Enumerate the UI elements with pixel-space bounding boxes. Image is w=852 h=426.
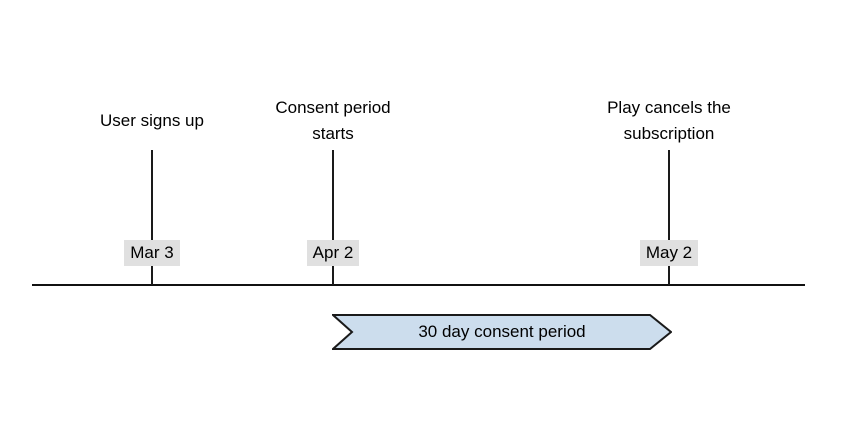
event-label-user-signs-up: User signs up bbox=[100, 111, 204, 130]
consent-period-banner-label: 30 day consent period bbox=[418, 322, 586, 341]
tick-line-play-cancels-subscription bbox=[668, 150, 670, 285]
date-chip-mar-3: Mar 3 bbox=[124, 240, 180, 266]
date-chip-wrap-play-cancels-subscription: May 2 bbox=[539, 240, 799, 266]
tick-line-user-signs-up bbox=[151, 150, 153, 285]
date-chip-apr-2: Apr 2 bbox=[306, 240, 360, 266]
consent-period-banner: 30 day consent period bbox=[332, 314, 672, 350]
date-chip-wrap-user-signs-up: Mar 3 bbox=[22, 240, 282, 266]
event-label-consent-period-starts: Consent period starts bbox=[275, 98, 391, 143]
double-arrow-shape-icon bbox=[332, 314, 672, 350]
tick-line-consent-period-starts bbox=[332, 150, 334, 285]
date-chip-wrap-consent-period-starts: Apr 2 bbox=[203, 240, 463, 266]
date-chip-may-2: May 2 bbox=[639, 240, 699, 266]
timeline-axis bbox=[32, 284, 805, 286]
event-label-play-cancels-subscription: Play cancels the subscription bbox=[607, 98, 731, 143]
